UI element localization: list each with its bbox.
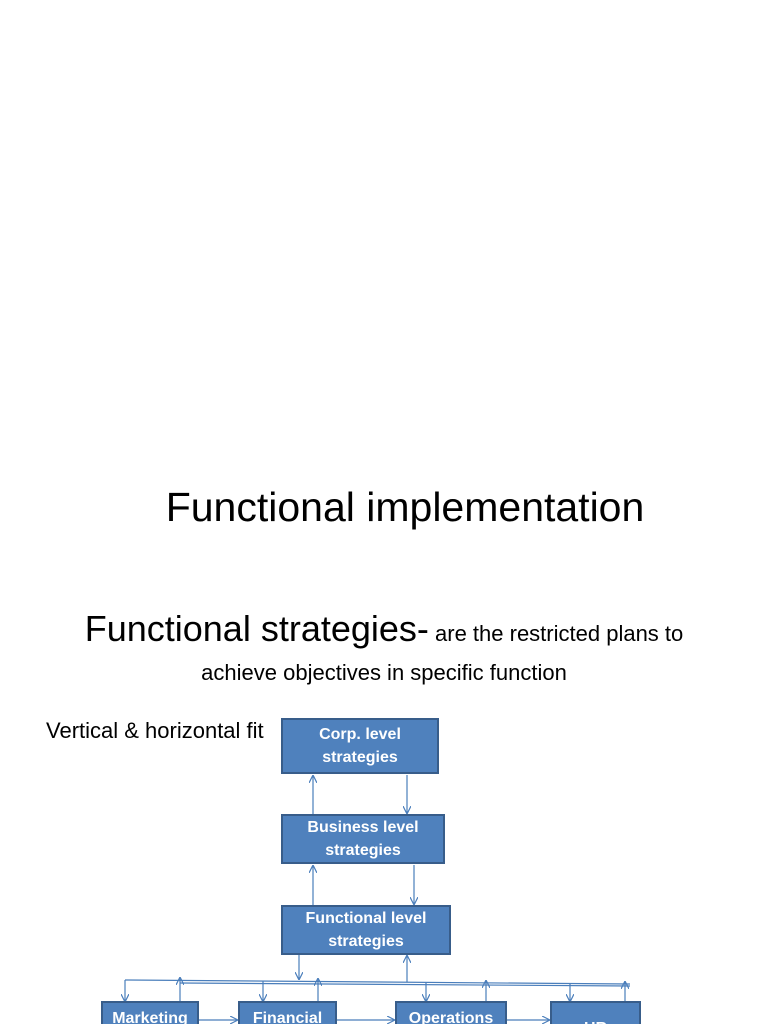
hr-box: HR bbox=[550, 1001, 641, 1024]
bus-line-up bbox=[179, 982, 631, 987]
subtitle-lead: Functional strategies- bbox=[84, 608, 429, 649]
hr-label: HR bbox=[584, 1017, 607, 1024]
functional-level-strategies-label: Functional level strategies bbox=[305, 910, 427, 950]
corp-level-strategies-box: Corp. level strategies bbox=[281, 718, 439, 774]
corp-level-strategies-label: Corp. level strategies bbox=[319, 726, 401, 766]
subtitle-rest: are the restricted plans to bbox=[428, 621, 684, 646]
slide-title: Functional implementation bbox=[165, 484, 645, 530]
functional-level-strategies-box: Functional level strategies bbox=[281, 905, 451, 955]
side-note: Vertical & horizontal fit bbox=[46, 718, 264, 743]
slide-subtitle: Functional strategies- are the restricte… bbox=[0, 608, 768, 694]
marketing-label: Marketing bbox=[112, 1010, 188, 1024]
operations-label: Operations bbox=[408, 1010, 494, 1024]
business-level-strategies-box: Business level strategies bbox=[281, 814, 445, 864]
subtitle-line-2: achieve objectives in specific function bbox=[201, 660, 567, 685]
financial-box: Financial bbox=[238, 1001, 337, 1024]
financial-label: Financial bbox=[252, 1010, 323, 1024]
bus-line-down bbox=[124, 979, 631, 985]
operations-box: Operations bbox=[395, 1001, 507, 1024]
business-level-strategies-label: Business level strategies bbox=[307, 819, 419, 859]
marketing-box: Marketing bbox=[101, 1001, 199, 1024]
